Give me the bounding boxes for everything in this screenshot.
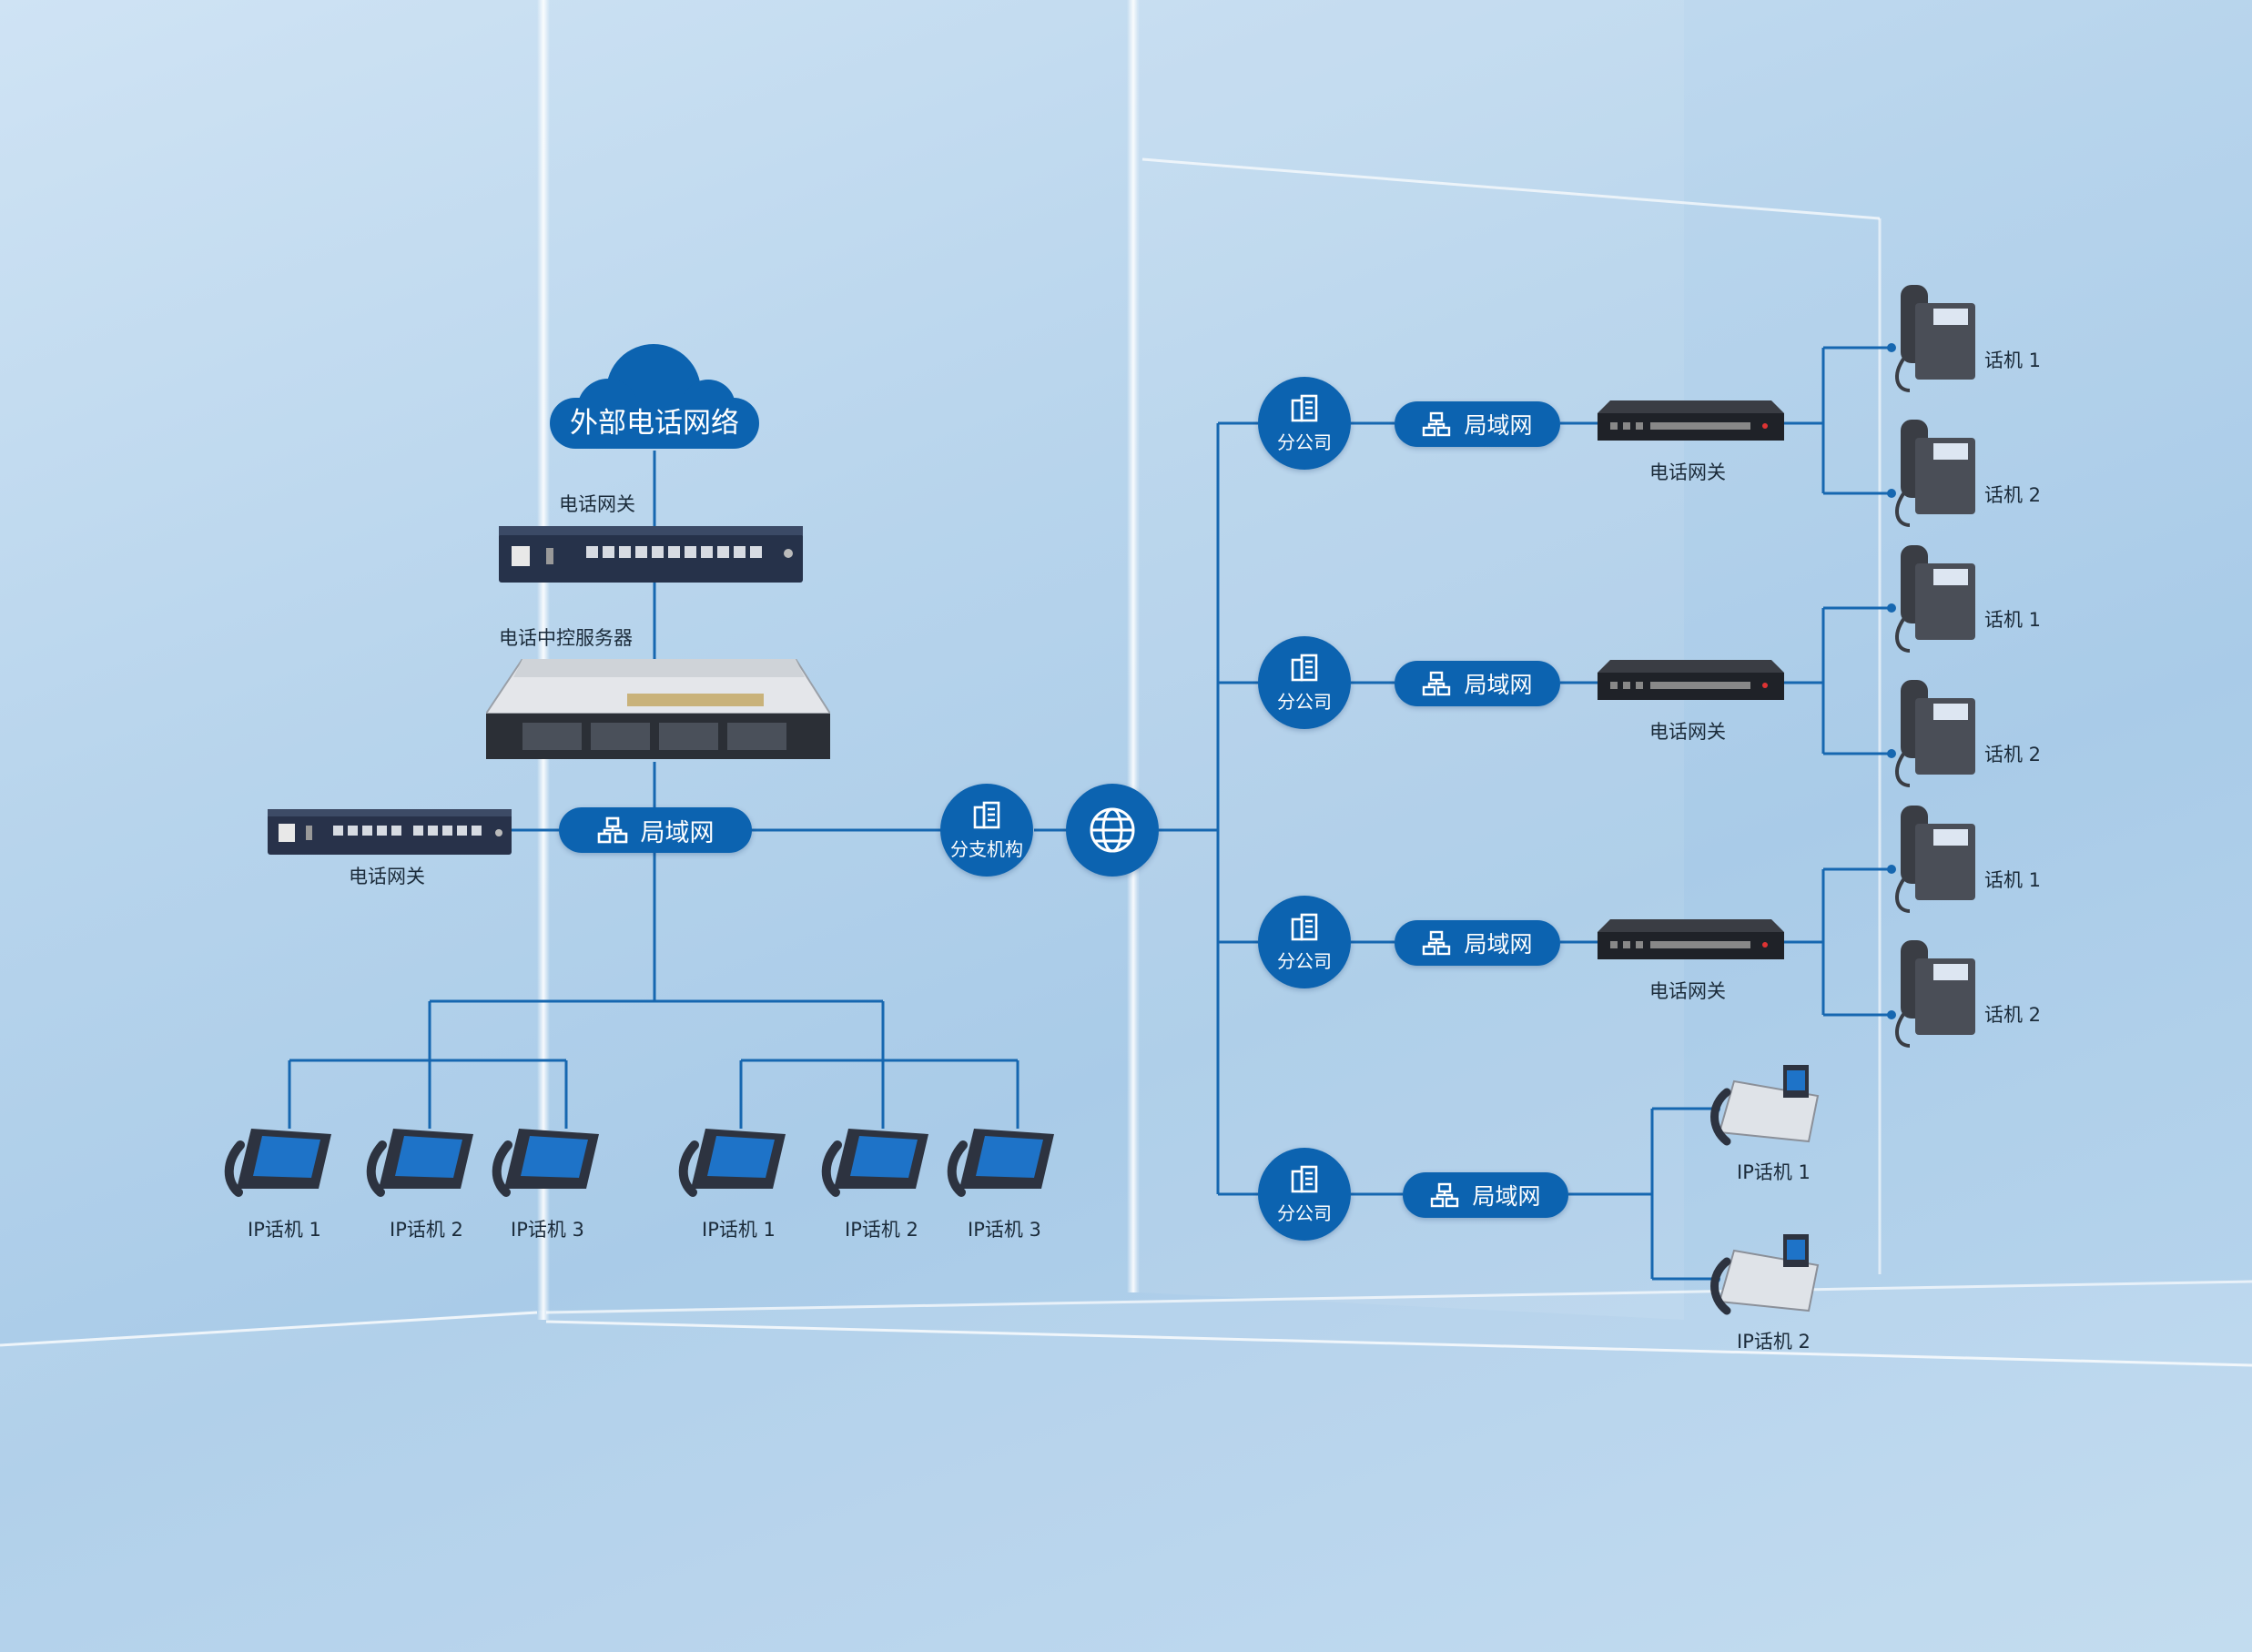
desk-phone-icon [1895, 420, 1975, 527]
phone-label: IP话机 3 [968, 1219, 1041, 1241]
ip-phone-icon [366, 1129, 473, 1197]
branch-lan-pill: 局域网 [1395, 661, 1560, 706]
lan-topology-icon [1422, 930, 1451, 956]
lan-topology-icon [1422, 671, 1451, 696]
lan-label: 局域网 [1464, 412, 1533, 439]
ip-phone-icon [678, 1129, 786, 1197]
building-icon [973, 801, 1000, 828]
branch-lan-pill: 局域网 [1395, 401, 1560, 447]
building-icon [1291, 913, 1318, 940]
cloud-icon [550, 344, 759, 449]
desk-phone-icon [1895, 940, 1975, 1048]
phone-label: 话机 1 [1984, 609, 2042, 631]
desk-phone-icon [1895, 806, 1975, 913]
gateway-device-icon [499, 526, 803, 583]
internet-node [1066, 784, 1159, 877]
lan-topology-icon [597, 816, 628, 844]
branch-org-label: 分支机构 [950, 837, 1023, 860]
phone-label: 话机 1 [1984, 350, 2042, 371]
phone-label: 话机 2 [1984, 484, 2042, 506]
lan-topology-icon [1430, 1182, 1459, 1208]
lan-topology-icon [1422, 411, 1451, 437]
gateway-device-icon [1598, 660, 1784, 700]
phone-label: IP话机 2 [845, 1219, 918, 1241]
globe-icon [1090, 807, 1135, 853]
ip-phone-icon [224, 1129, 331, 1197]
server-label: 电话中控服务器 [499, 627, 633, 649]
video-phone-icon [1710, 1065, 1820, 1146]
gateway-label: 电话网关 [1649, 721, 1726, 743]
gateway-device-icon [268, 809, 512, 855]
phone-label: IP话机 1 [702, 1219, 776, 1241]
desk-phone-icon [1895, 545, 1975, 653]
branch-office-label: 分公司 [1277, 949, 1332, 972]
gateway-label: 电话网关 [1649, 980, 1726, 1002]
branch-office-node: 分公司 [1258, 1148, 1351, 1241]
branch-office-label: 分公司 [1277, 1201, 1332, 1224]
left-gateway-label: 电话网关 [349, 866, 425, 887]
lan-label: 局域网 [640, 818, 715, 847]
phone-label: 话机 1 [1984, 869, 2042, 891]
phone-label: 话机 2 [1984, 1004, 2042, 1026]
lan-label: 局域网 [1472, 1183, 1541, 1210]
desk-phone-icon [1895, 285, 1975, 392]
lan-label: 局域网 [1464, 931, 1533, 958]
phone-label: IP话机 1 [248, 1219, 321, 1241]
server-device-icon [486, 659, 830, 759]
cloud-label: 外部电话网络 [570, 407, 739, 440]
ip-phone-icon [492, 1129, 599, 1197]
building-icon [1291, 1165, 1318, 1192]
gateway-device-icon [1598, 400, 1784, 441]
gateway-device-icon [1598, 919, 1784, 959]
branch-office-node: 分公司 [1258, 377, 1351, 470]
top-gateway-label: 电话网关 [559, 493, 635, 515]
video-phone-icon [1710, 1234, 1820, 1315]
ip-phone-icon [821, 1129, 928, 1197]
gateway-label: 电话网关 [1649, 461, 1726, 483]
branch-org-node: 分支机构 [940, 784, 1033, 877]
phone-label: IP话机 1 [1737, 1161, 1811, 1183]
branch-lan-pill: 局域网 [1403, 1172, 1568, 1218]
building-icon [1291, 394, 1318, 421]
phone-label: IP话机 2 [1737, 1331, 1811, 1353]
branch-lan-pill: 局域网 [1395, 920, 1560, 966]
external-phone-network-cloud: 外部电话网络 [544, 341, 765, 451]
hq-lan-pill: 局域网 [559, 807, 752, 853]
phone-label: IP话机 2 [390, 1219, 463, 1241]
branch-office-node: 分公司 [1258, 636, 1351, 729]
branch-office-node: 分公司 [1258, 896, 1351, 988]
branch-office-label: 分公司 [1277, 690, 1332, 713]
phone-label: IP话机 3 [511, 1219, 584, 1241]
phone-label: 话机 2 [1984, 744, 2042, 765]
lan-label: 局域网 [1464, 672, 1533, 698]
building-icon [1291, 654, 1318, 681]
ip-phone-icon [947, 1129, 1054, 1197]
desk-phone-icon [1895, 680, 1975, 787]
branch-office-label: 分公司 [1277, 431, 1332, 453]
